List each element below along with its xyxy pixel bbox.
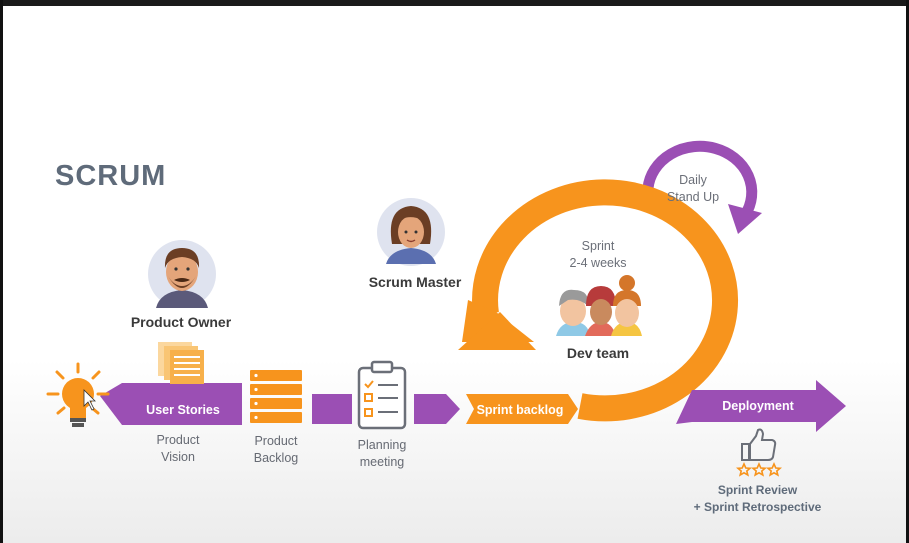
lightbulb-icon (46, 362, 110, 427)
window-left-edge (0, 0, 3, 543)
scrum-master-avatar (377, 198, 445, 266)
product-owner-avatar (148, 240, 216, 308)
daily-standup-label: Daily Stand Up (666, 173, 720, 204)
product-owner-label: Product Owner (130, 314, 232, 330)
sprint-backlog-arrow (466, 394, 578, 424)
sprint-loop (458, 179, 738, 422)
purple-flow (100, 380, 846, 432)
documents-icon (158, 342, 204, 384)
planning-meeting-label: Planning meeting (357, 438, 407, 469)
window-right-edge (906, 0, 909, 543)
product-backlog-label: Product Backlog (253, 434, 299, 465)
dev-team-label: Dev team (566, 345, 630, 361)
star-icon (735, 462, 783, 477)
stack-icon (250, 370, 302, 423)
flow-segment-2 (312, 394, 352, 424)
deployment-label: Deployment (722, 399, 794, 413)
sprint-loop-arrowhead (458, 312, 536, 350)
flow-segment-3 (414, 394, 460, 424)
sprint-backlog-label: Sprint backlog (476, 403, 564, 417)
user-stories-arrow (100, 383, 242, 425)
window-top-edge (0, 0, 909, 6)
sprint-duration-label: Sprint 2-4 weeks (569, 239, 627, 270)
clipboard-icon (357, 360, 407, 430)
scrum-master-label: Scrum Master (368, 274, 462, 290)
dev-team-avatars (556, 275, 642, 336)
product-vision-label: Product Vision (156, 433, 200, 464)
thumbs-up-icon (741, 428, 777, 461)
deployment-arrow (676, 380, 846, 432)
page-title: SCRUM (55, 160, 167, 192)
user-stories-label: User Stories (146, 403, 220, 417)
sprint-review-label: Sprint Review + Sprint Retrospective (693, 483, 822, 514)
daily-standup-loop (642, 140, 762, 234)
